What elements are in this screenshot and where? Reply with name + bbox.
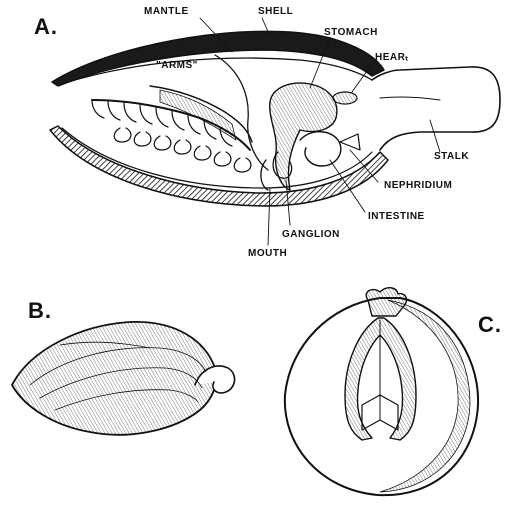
intestine [300,132,341,166]
panel-c-label: C. [478,312,502,338]
label-stomach: STOMACH [324,27,378,38]
panel-b-label: B. [28,298,52,324]
label-ganglion: GANGLION [282,229,340,240]
panel-a-drawing [50,18,500,245]
arms-body-fill [160,90,236,140]
panel-c-shell [285,288,478,495]
panel-a-label: A. [34,14,58,40]
label-intestine: INTESTINE [368,211,425,222]
lower-mantle-line [62,128,372,188]
label-heart: HEARₜ [375,52,409,63]
label-stalk: STALK [434,151,469,162]
stalk-outline [372,67,500,150]
label-mantle: MANTLE [144,6,189,17]
label-nephridium: NEPHRIDIUM [384,180,452,191]
label-arms: "ARMS" [156,60,198,71]
shell-b-outline [12,322,217,435]
label-shell: SHELL [258,6,293,17]
label-mouth: MOUTH [248,248,287,259]
mantle-fold [215,55,268,170]
nephridium-funnel [340,134,360,150]
panel-b-shell [12,322,235,435]
heart [333,92,357,104]
